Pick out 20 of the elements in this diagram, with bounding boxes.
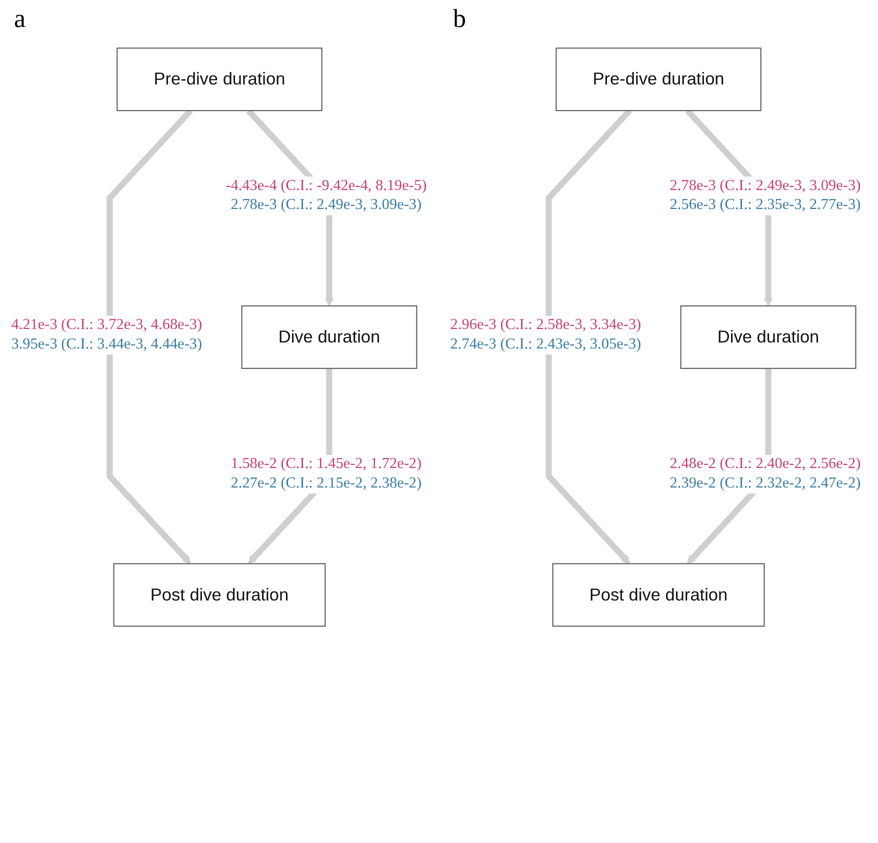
coefficient-label: 2.27e-2 (C.I.: 2.15e-2, 2.38e-2) bbox=[230, 474, 423, 494]
process-box: Post dive duration bbox=[113, 563, 326, 627]
process-box: Pre-dive duration bbox=[116, 48, 322, 112]
process-box: Dive duration bbox=[241, 305, 418, 369]
process-box: Dive duration bbox=[680, 305, 856, 369]
coefficient-label: 2.78e-3 (C.I.: 2.49e-3, 3.09e-3) bbox=[668, 176, 862, 196]
coefficient-label: 3.95e-3 (C.I.: 3.44e-3, 4.44e-3) bbox=[10, 334, 204, 354]
coefficient-label: 2.96e-3 (C.I.: 2.58e-3, 3.34e-3) bbox=[449, 316, 642, 335]
coefficient-label: 2.48e-2 (C.I.: 2.40e-2, 2.56e-2) bbox=[668, 455, 862, 474]
coefficient-label: 4.21e-3 (C.I.: 3.72e-3, 4.68e-3) bbox=[10, 316, 204, 335]
coefficient-label: 2.78e-3 (C.I.: 2.49e-3, 3.09e-3) bbox=[230, 196, 423, 215]
coefficient-label: 2.56e-3 (C.I.: 2.35e-3, 2.77e-3) bbox=[668, 196, 862, 215]
coefficient-label: 2.74e-3 (C.I.: 2.43e-3, 3.05e-3) bbox=[449, 334, 642, 354]
panel-label: a bbox=[14, 4, 26, 34]
coefficient-label: -4.43e-4 (C.I.: -9.42e-4, 8.19e-5) bbox=[224, 176, 428, 196]
coefficient-label: 1.58e-2 (C.I.: 1.45e-2, 1.72e-2) bbox=[230, 455, 423, 474]
process-box: Pre-dive duration bbox=[556, 48, 762, 112]
coefficient-label: 2.39e-2 (C.I.: 2.32e-2, 2.47e-2) bbox=[668, 474, 862, 494]
panel-label: b bbox=[453, 4, 466, 34]
process-box: Post dive duration bbox=[552, 563, 765, 627]
